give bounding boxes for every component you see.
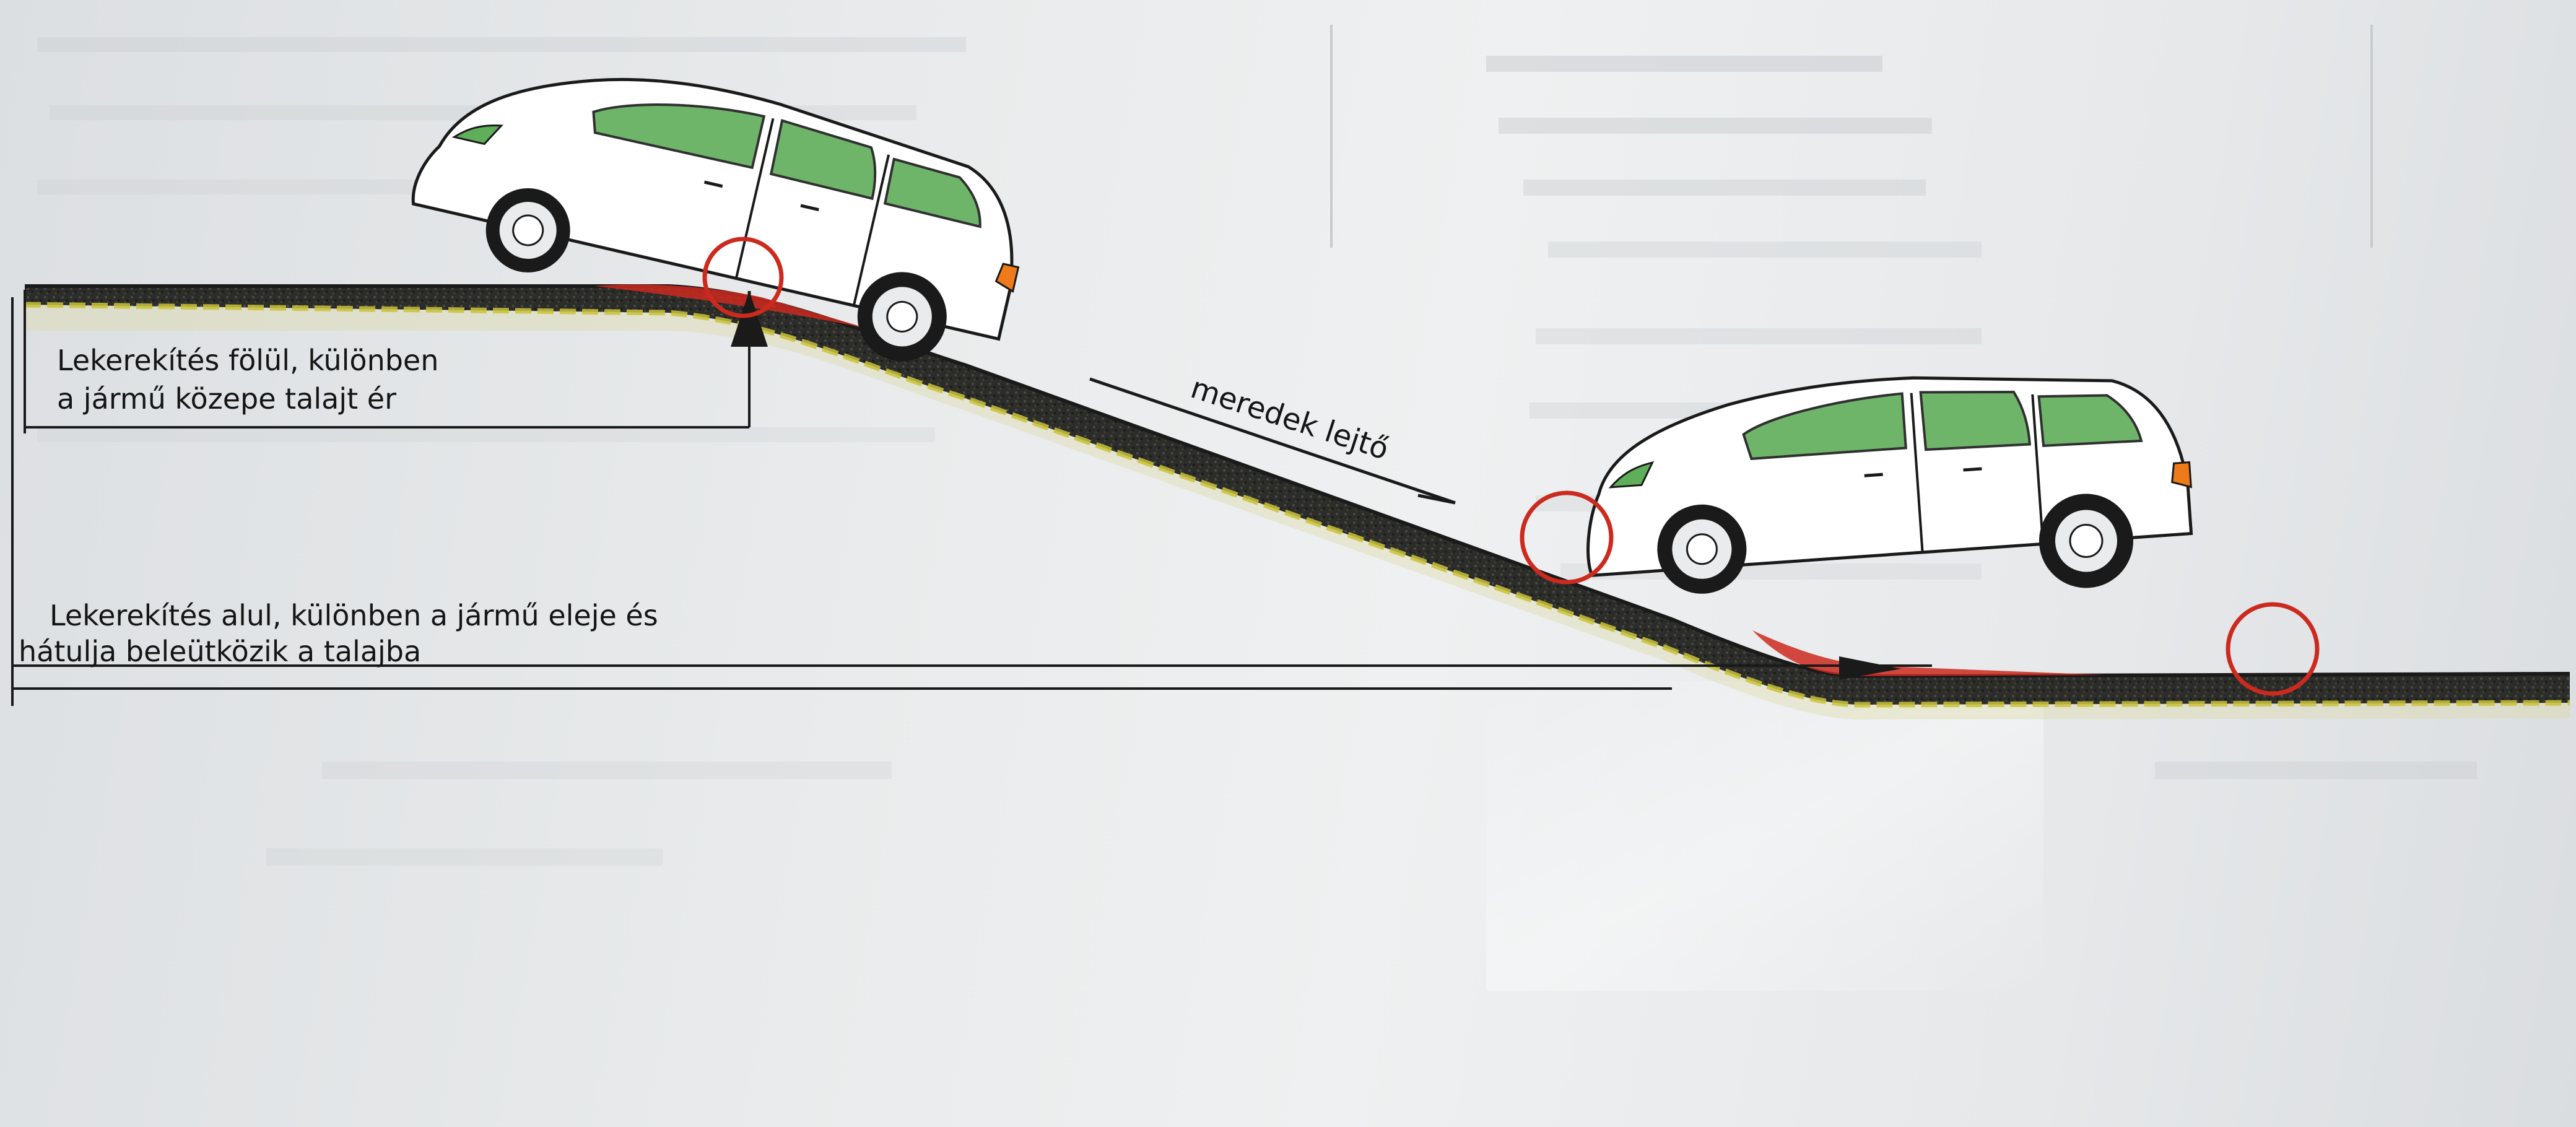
valley-label-line1: Lekerekítés alul, különben a jármű eleje… [50, 599, 658, 632]
car-in-valley [1586, 376, 2193, 594]
slope-label: meredek lejtő [1186, 370, 1393, 467]
top-annotation-bracket [24, 290, 768, 433]
middle-window [769, 119, 877, 201]
rear-bumper-contact-marker [2226, 602, 2320, 696]
front-bumper-contact-marker [1520, 490, 1614, 585]
rear-window [883, 157, 981, 228]
front-wheel [1657, 504, 1747, 594]
rear-indicator [994, 263, 1020, 293]
valley-label-line2: hátulja beleütközik a talajba [19, 635, 421, 668]
rear-wheel [2039, 494, 2133, 588]
front-wheel [485, 188, 570, 272]
middle-window [1919, 391, 2032, 451]
car-on-crest [411, 77, 1020, 362]
rear-wheel [857, 272, 947, 362]
underbody-contact-marker [702, 237, 784, 318]
bottom-annotation-lines [11, 297, 1932, 706]
rear-window [2037, 394, 2143, 447]
headlight [451, 124, 503, 146]
front-window [592, 103, 766, 170]
ground-surface [25, 286, 2570, 705]
valley-pointer-arrow [1839, 656, 1901, 680]
crest-label-line1: Lekerekítés fölül, különben [57, 344, 438, 377]
slope-arrow [1089, 377, 1456, 505]
crest-label-line2: a jármű közepe talajt ér [57, 382, 396, 416]
front-window [1742, 392, 1907, 460]
rear-indicator [2171, 461, 2192, 489]
headlight [1608, 461, 1655, 489]
crest-rounding-highlight [594, 284, 867, 328]
